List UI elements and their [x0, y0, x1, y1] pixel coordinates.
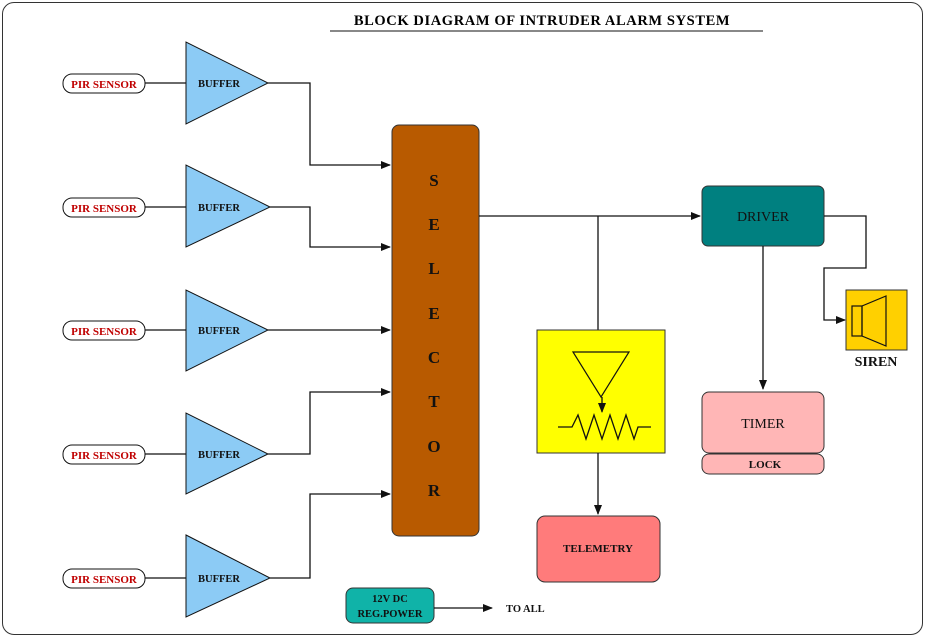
sensor-row-4: PIR SENSOR BUFFER [62, 388, 391, 495]
diagram-title: BLOCK DIAGRAM OF INTRUDER ALARM SYSTEM [354, 13, 730, 29]
buffer-to-selector-wire [270, 490, 391, 579]
sensor-row-3: PIR SENSOR BUFFER [62, 289, 391, 372]
buffer-label: BUFFER [198, 79, 240, 90]
pir-sensor-label: PIR SENSOR [71, 203, 138, 215]
selector-letter: C [428, 348, 440, 367]
selector-block [391, 124, 480, 537]
driver-to-siren-wire [823, 215, 867, 324]
power-supply-line2: REG.POWER [357, 609, 422, 620]
power-supply-line1: 12V DC [372, 594, 408, 605]
selector-letter: R [428, 481, 441, 500]
sensor-row-1: PIR SENSOR BUFFER [62, 41, 391, 169]
buffer-triangle [185, 412, 270, 495]
buffer-triangle [185, 289, 270, 372]
buffer-to-selector-wire [268, 82, 391, 169]
siren-box [845, 289, 908, 351]
lock-block [701, 453, 825, 475]
telemetry-block [536, 515, 661, 583]
buffer-to-selector-wire [268, 388, 391, 455]
buffer-label: BUFFER [198, 326, 240, 337]
pir-sensor-label: PIR SENSOR [71, 79, 138, 91]
timer-label: TIMER [741, 417, 785, 432]
buffer-label: BUFFER [198, 574, 240, 585]
buffer-to-selector-wire [270, 206, 391, 251]
siren-label: SIREN [855, 355, 898, 370]
telemetry-label: TELEMETRY [563, 543, 633, 555]
buffer-triangle [185, 534, 272, 618]
comparator-triangle-icon [571, 351, 631, 399]
sensor-row-5: PIR SENSOR BUFFER [62, 490, 391, 618]
selector-letter: O [427, 437, 440, 456]
power-supply-block [345, 587, 435, 624]
sensor-row-2: PIR SENSOR BUFFER [62, 164, 391, 251]
speaker-icon [851, 295, 887, 347]
selector-letter: T [428, 392, 440, 411]
driver-label: DRIVER [737, 210, 790, 225]
buffer-triangle [185, 164, 272, 248]
buffer-label: BUFFER [198, 450, 240, 461]
power-target-label: TO ALL [506, 604, 545, 615]
selector-letter: E [428, 304, 439, 323]
pir-sensor-label: PIR SENSOR [71, 326, 138, 338]
selector-letter: L [428, 259, 439, 278]
buffer-triangle [185, 41, 270, 125]
timer-block [701, 391, 825, 454]
selector-letter: S [429, 171, 438, 190]
selector-letter: E [428, 215, 439, 234]
buffer-label: BUFFER [198, 203, 240, 214]
pir-sensor-label: PIR SENSOR [71, 450, 138, 462]
potentiometer-resistor-icon [558, 412, 651, 442]
pir-sensor-label: PIR SENSOR [71, 574, 138, 586]
selector-letters: S E L E C T O R [427, 171, 440, 500]
comparator-box [536, 329, 666, 454]
lock-label: LOCK [749, 459, 782, 471]
